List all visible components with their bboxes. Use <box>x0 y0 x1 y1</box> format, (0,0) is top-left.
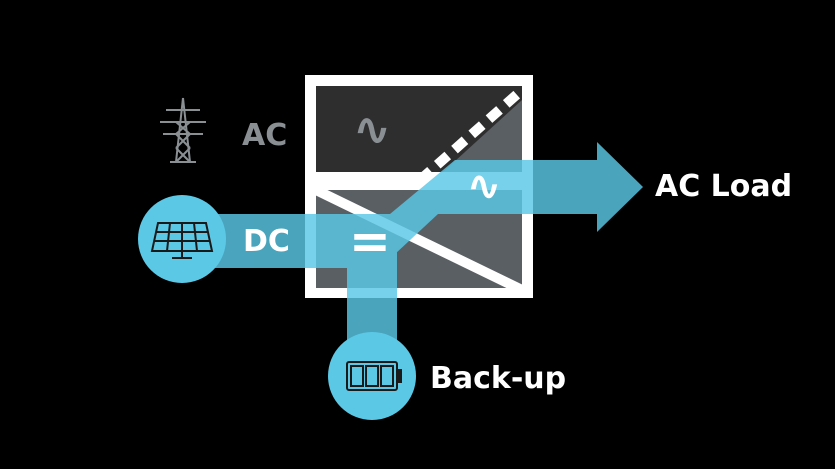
ac-load-label: AC Load <box>655 169 792 204</box>
ac-output-symbol: ∿ <box>466 161 501 210</box>
dc-to-ac-flow-bar <box>195 160 612 268</box>
inverter-divider-line <box>313 185 525 295</box>
backup-label: Back-up <box>430 361 566 396</box>
dc-symbol: = <box>349 212 391 270</box>
ac-source-label: AC <box>242 118 287 153</box>
dc-source-label: DC <box>243 224 290 259</box>
inverter-ac-output-section <box>443 100 522 172</box>
power-pylon-icon <box>160 97 206 163</box>
battery-icon <box>346 361 402 391</box>
battery-circle <box>328 332 416 420</box>
ac-source-symbol: ∿ <box>353 102 392 156</box>
ac-load-arrow <box>597 142 643 232</box>
solar-panel-icon <box>150 222 214 259</box>
